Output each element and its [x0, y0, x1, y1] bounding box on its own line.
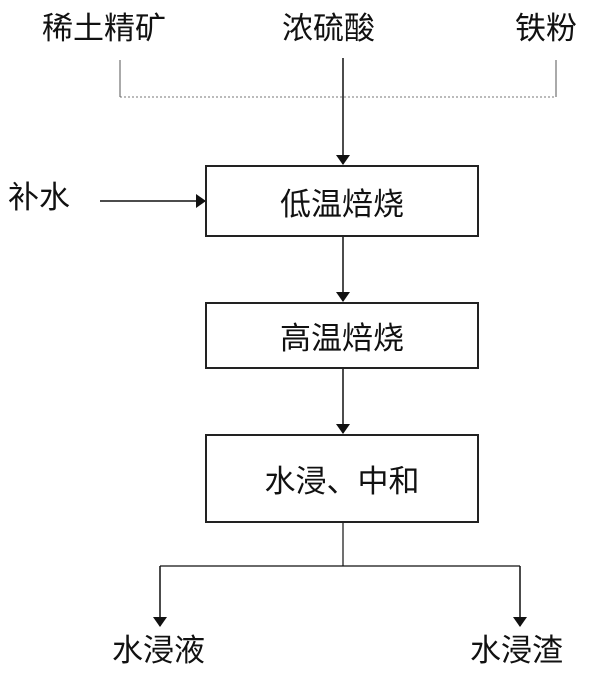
water-leach-neutralize-label: 水浸、中和 — [264, 464, 420, 500]
sulfuric-acid-label: 浓硫酸 — [282, 11, 375, 47]
rare-earth-concentrate-label: 稀土精矿 — [42, 11, 166, 47]
low-temp-roasting-box: 低温焙烧 — [205, 165, 479, 237]
water-leach-neutralize-box: 水浸、中和 — [205, 434, 479, 523]
leach-liquor-label: 水浸液 — [112, 633, 205, 669]
leach-residue-label: 水浸渣 — [470, 633, 563, 669]
iron-powder-label: 铁粉 — [515, 11, 577, 47]
high-temp-roasting-box: 高温焙烧 — [205, 302, 479, 369]
high-temp-roasting-label: 高温焙烧 — [280, 321, 404, 357]
low-temp-roasting-label: 低温焙烧 — [280, 186, 404, 223]
make-up-water-label: 补水 — [8, 180, 70, 216]
